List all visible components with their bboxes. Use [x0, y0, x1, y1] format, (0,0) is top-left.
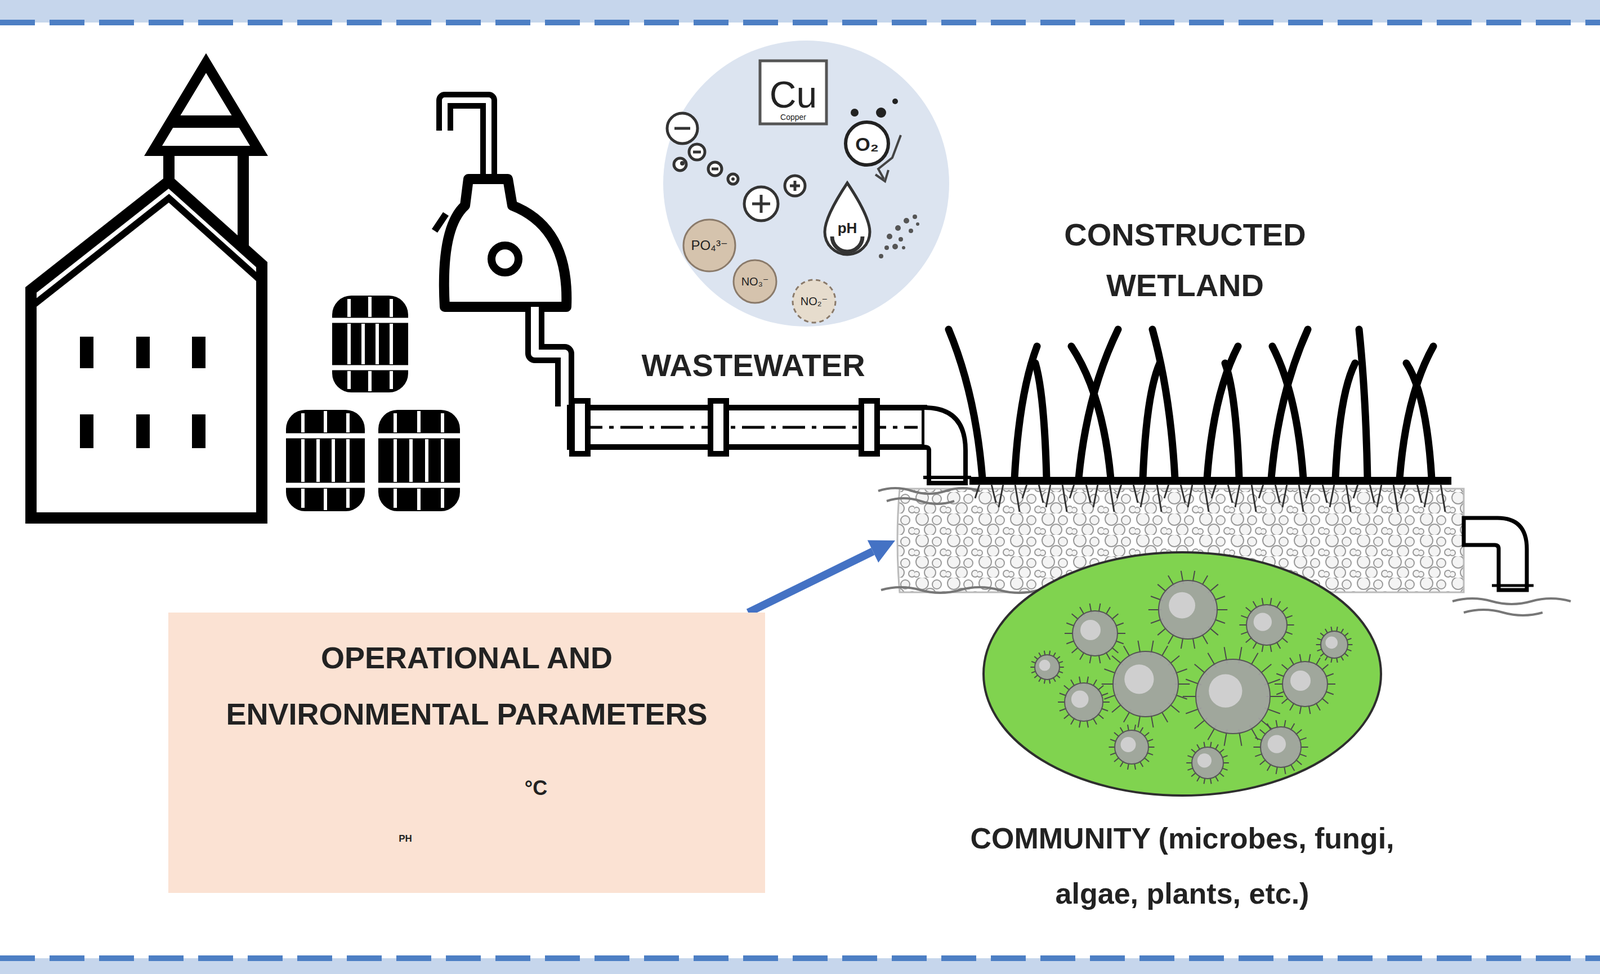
element-name: Copper	[780, 112, 807, 122]
plant-root	[1353, 484, 1358, 499]
plant-root	[1275, 484, 1280, 503]
pot-still	[434, 100, 567, 407]
microbe	[1253, 720, 1308, 775]
wetland-region: CONSTRUCTED WETLAND	[895, 202, 1571, 597]
microbe	[1239, 597, 1294, 652]
plant-root	[1329, 484, 1335, 508]
bottom-band	[0, 958, 1600, 974]
plant-blade	[1335, 363, 1356, 479]
distillery-building	[30, 63, 262, 518]
plant-root	[1116, 484, 1122, 499]
plant-root	[1164, 484, 1169, 499]
plant-root	[1346, 484, 1351, 512]
plant-root	[1140, 484, 1146, 508]
plant-blade	[1152, 329, 1175, 479]
microbe	[1057, 676, 1110, 728]
plant-root	[1187, 484, 1193, 508]
oxygen-label: O₂	[855, 133, 879, 156]
wastewater-composition	[663, 40, 950, 327]
plant-root	[1282, 484, 1287, 508]
plant-root	[1015, 484, 1020, 512]
plant-root	[1227, 484, 1233, 503]
plant-root	[1022, 484, 1027, 499]
community-ellipse-shape	[951, 548, 1414, 800]
wastewater-label: WASTEWATER	[641, 346, 865, 384]
microbe	[1316, 626, 1353, 663]
plant-root	[1085, 484, 1091, 503]
plant-blade	[1359, 329, 1368, 479]
plant-root	[1109, 484, 1115, 512]
microbe	[1064, 603, 1126, 664]
community-ellipse: COMMUNITY (microbes, fungi, algae, plant…	[951, 548, 1414, 927]
plant-root	[1251, 484, 1257, 512]
wastewater-pipe	[569, 400, 972, 484]
plant-root	[1440, 484, 1446, 512]
plant-root	[1204, 484, 1209, 512]
microbe	[1101, 640, 1191, 728]
dashed-border	[0, 19, 1600, 26]
pointer-arrow	[748, 540, 896, 613]
microbe	[1274, 654, 1336, 714]
meter-label: PH	[398, 833, 413, 845]
plant-root	[1046, 484, 1051, 508]
plant-root	[1377, 484, 1382, 508]
plant-root	[1393, 484, 1398, 512]
plant-root	[1369, 484, 1375, 503]
plant-blade	[948, 329, 983, 479]
plant-root	[1133, 484, 1138, 503]
nitrite-label: NO₂⁻	[800, 294, 828, 308]
plant-root	[1400, 484, 1406, 499]
plant-blade	[1272, 346, 1304, 479]
plant-root	[1424, 484, 1429, 508]
plant-blade	[1406, 363, 1432, 479]
plant-root	[998, 484, 1004, 508]
plant-root	[1298, 484, 1304, 512]
plant-root	[1156, 484, 1162, 512]
microbe	[1186, 742, 1229, 784]
plant-root	[1069, 484, 1075, 499]
particles	[878, 214, 920, 259]
plant-root	[991, 484, 996, 503]
plant-blade	[1271, 329, 1308, 479]
community-caption: COMMUNITY (microbes, fungi, algae, plant…	[951, 810, 1414, 922]
plant-root	[1322, 484, 1327, 503]
plant-root	[1306, 484, 1311, 499]
plant-blade	[1142, 363, 1160, 479]
plant-root	[1235, 484, 1240, 508]
plant-blade	[1071, 346, 1111, 479]
plant-blade	[1399, 346, 1434, 479]
plant-root	[1258, 484, 1264, 499]
parameter-box: OPERATIONAL AND ENVIRONMENTAL PARAMETERS	[168, 612, 766, 893]
plant-root	[1062, 484, 1067, 512]
dashed-border	[0, 955, 1600, 962]
ph-label: pH	[837, 219, 858, 238]
plant-root	[1038, 484, 1044, 503]
element-symbol: Cu	[769, 73, 817, 116]
unit-label: °C	[524, 776, 548, 800]
barrels	[285, 295, 460, 512]
nitrate-label: NO₃⁻	[741, 274, 770, 289]
top-band	[0, 0, 1600, 23]
plant-blade	[1225, 363, 1240, 479]
microbe	[1109, 724, 1155, 770]
microbe	[1148, 570, 1228, 649]
plant-root	[1093, 484, 1098, 508]
node-heading: OPERATIONAL AND ENVIRONMENTAL PARAMETERS	[185, 629, 749, 743]
plant-blade	[1035, 363, 1047, 479]
phosphate-label: PO₄³⁻	[690, 237, 728, 254]
plant-root	[1211, 484, 1217, 499]
plant-root	[1180, 484, 1186, 503]
plant-root	[975, 484, 980, 499]
plant-root	[1417, 484, 1422, 503]
microbe	[1030, 650, 1064, 684]
node-heading: CONSTRUCTED WETLAND	[1016, 209, 1354, 311]
